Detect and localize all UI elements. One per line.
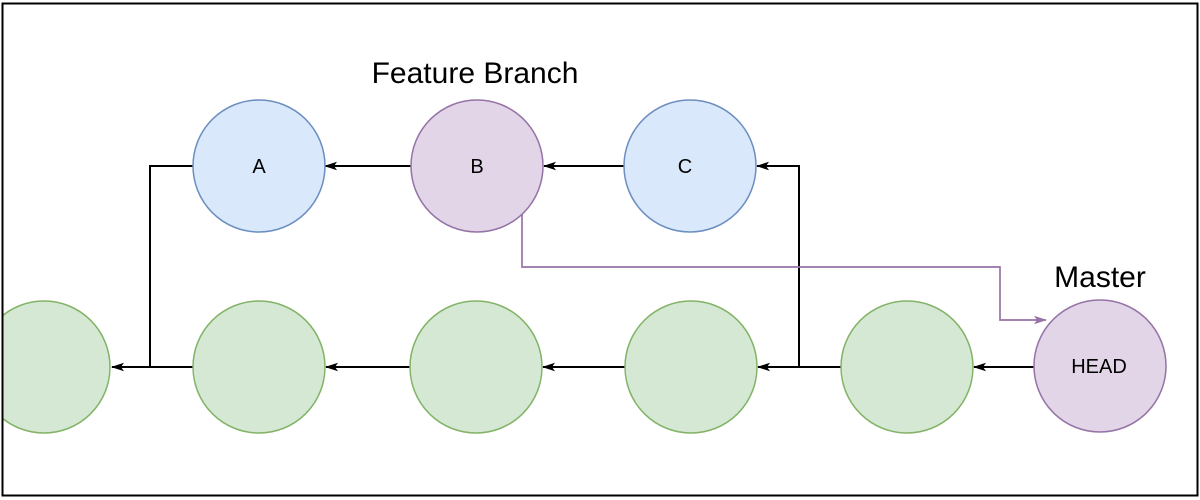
- commit-c-label: C: [678, 156, 692, 178]
- commit-a-label: A: [252, 156, 266, 178]
- commit-labels-group: A B C HEAD: [252, 156, 1126, 378]
- edge-a-to-master-line: [149, 165, 193, 367]
- commit-b-node: [410, 99, 544, 233]
- edges-group: [111, 161, 1047, 372]
- commit-b-label: B: [470, 156, 483, 178]
- master-commit-4-node: [624, 300, 758, 434]
- edge-merge-b-to-head: [521, 212, 1047, 325]
- master-commit-3-node: [409, 300, 543, 434]
- master-commit-2-node: [192, 300, 326, 434]
- head-commit-node: [1033, 299, 1167, 433]
- feature-branch-title: Feature Branch: [372, 57, 579, 90]
- head-label: HEAD: [1071, 356, 1127, 378]
- commit-a-node: [192, 99, 326, 233]
- master-commit-1-node: [3, 300, 111, 434]
- edge-branch-fork-to-c: [756, 161, 800, 367]
- master-commit-5-node: [840, 300, 974, 434]
- master-branch-group: [3, 299, 1167, 434]
- feature-branch-group: [192, 99, 757, 233]
- commit-c-node: [623, 99, 757, 233]
- master-title: Master: [1054, 261, 1146, 294]
- diagram-content: A B C HEAD: [3, 99, 1167, 434]
